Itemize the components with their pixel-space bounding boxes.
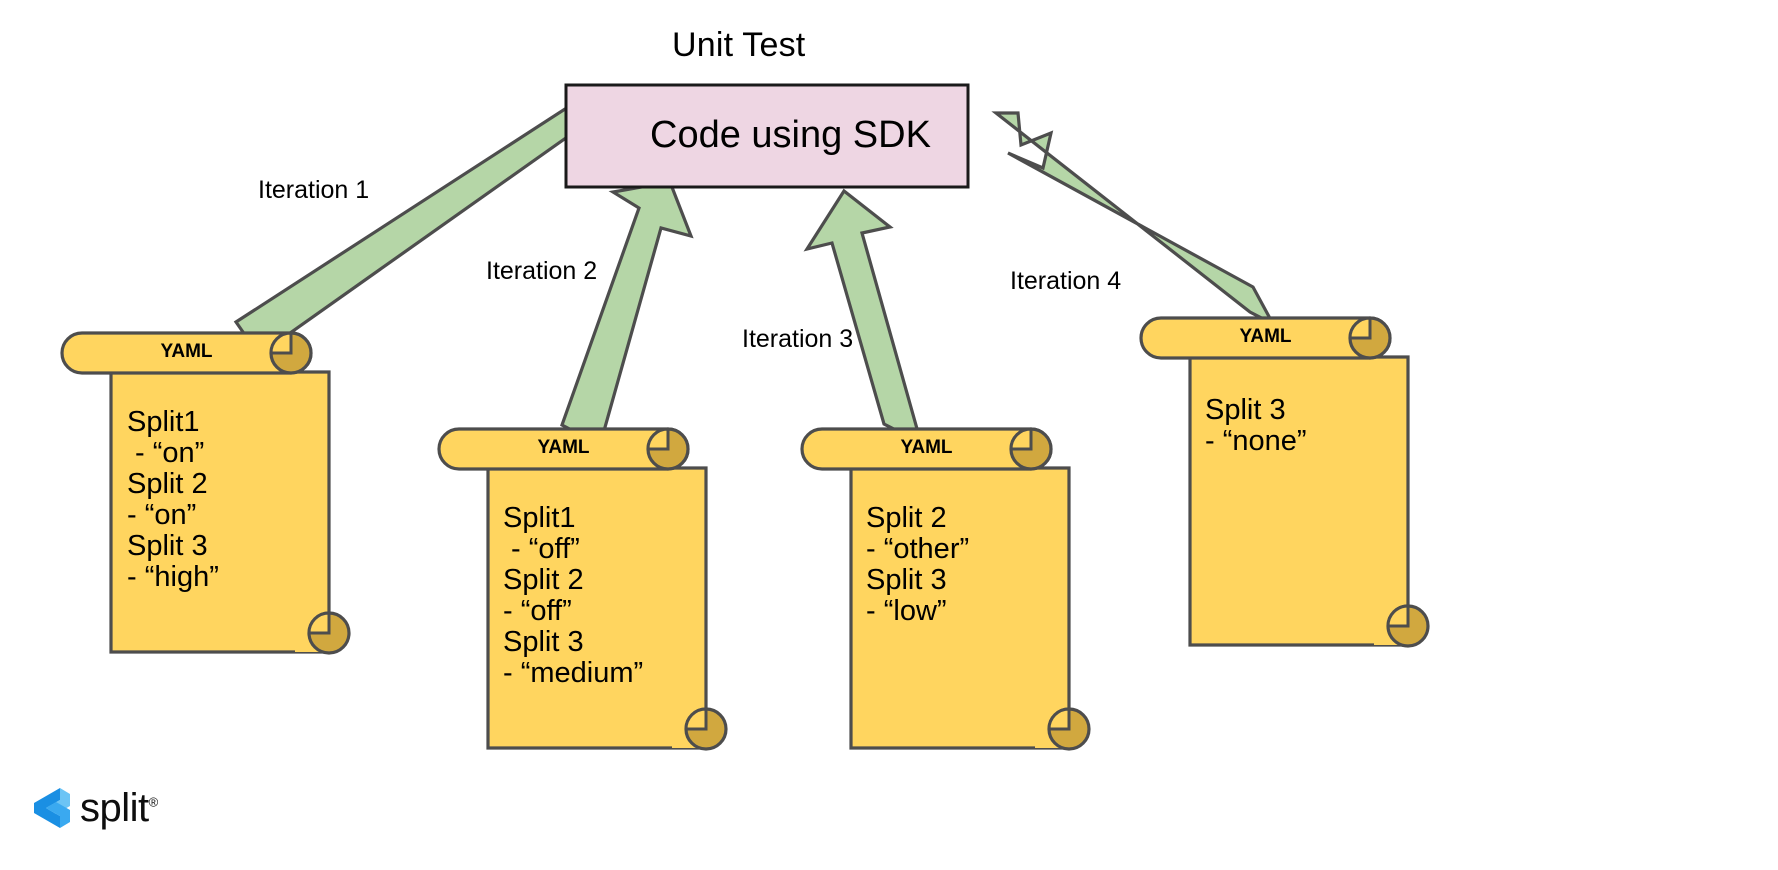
iteration-1-label: Iteration 1	[258, 176, 370, 204]
document-top-curl-inner	[646, 427, 670, 451]
yaml-3-line-3: Split 3	[866, 564, 947, 596]
yaml-2-line-6: - “medium”	[503, 657, 644, 689]
yaml-4-line-1: Split 3	[1205, 394, 1286, 426]
document-bottom-curl-inner	[1386, 604, 1410, 628]
code-using-sdk-box	[564, 83, 970, 189]
iteration-3-label: Iteration 3	[742, 325, 854, 353]
code-using-sdk-label: Code using SDK	[650, 114, 931, 156]
yaml-2-header: YAML	[537, 437, 590, 458]
split-logo-icon	[34, 788, 70, 828]
block-arrow-icon	[233, 96, 619, 358]
arrow-iteration-1	[233, 96, 619, 358]
yaml-1-header: YAML	[160, 341, 213, 362]
logo-chevron-lower	[46, 802, 70, 828]
yaml-document-1	[60, 331, 351, 655]
yaml-2-line-5: Split 3	[503, 626, 584, 658]
yaml-3-line-4: - “low”	[866, 595, 947, 627]
iteration-2-label: Iteration 2	[486, 257, 598, 285]
yaml-1-line-1: Split1	[127, 406, 200, 438]
arrow-iteration-3	[803, 188, 924, 447]
yaml-3-line-2: - “other”	[866, 533, 970, 565]
yaml-2-line-4: - “off”	[503, 595, 572, 627]
yaml-4-header: YAML	[1239, 326, 1292, 347]
document-top-curl-inner	[1348, 316, 1372, 340]
yaml-3-line-1: Split 2	[866, 502, 947, 534]
block-arrow-icon	[560, 180, 694, 448]
yaml-1-line-4: - “on”	[127, 499, 197, 531]
split-logo-trademark-icon: ®	[148, 794, 159, 810]
split-logo-wordmark: split®	[80, 785, 158, 832]
document-bottom-curl-inner	[1047, 707, 1071, 731]
block-arrow-icon	[803, 188, 924, 447]
block-arrow-icon	[991, 111, 1277, 328]
arrow-iteration-4	[991, 111, 1277, 328]
arrow-iteration-2	[560, 180, 694, 448]
yaml-3-header: YAML	[900, 437, 953, 458]
yaml-2-line-3: Split 2	[503, 564, 584, 596]
iteration-4-label: Iteration 4	[1010, 267, 1122, 295]
document-bottom-curl-inner	[684, 707, 708, 731]
document-top-curl-inner	[1009, 427, 1033, 451]
yaml-document-3	[800, 427, 1091, 751]
yaml-1-line-5: Split 3	[127, 530, 208, 562]
page-title: Unit Test	[672, 26, 806, 64]
yaml-document-2	[437, 427, 728, 751]
document-top-curl-inner	[269, 331, 293, 355]
yaml-4-line-2: - “none”	[1205, 425, 1307, 457]
yaml-1-line-2: - “on”	[127, 437, 205, 469]
split-logo-word-text: split	[80, 786, 149, 830]
yaml-1-line-3: Split 2	[127, 468, 208, 500]
yaml-1-line-6: - “high”	[127, 561, 219, 593]
yaml-2-line-1: Split1	[503, 502, 576, 534]
yaml-2-line-2: - “off”	[503, 533, 580, 565]
yaml-document-4	[1139, 316, 1430, 648]
logo-chevron-upper	[34, 788, 60, 828]
document-bottom-curl-inner	[307, 611, 331, 635]
